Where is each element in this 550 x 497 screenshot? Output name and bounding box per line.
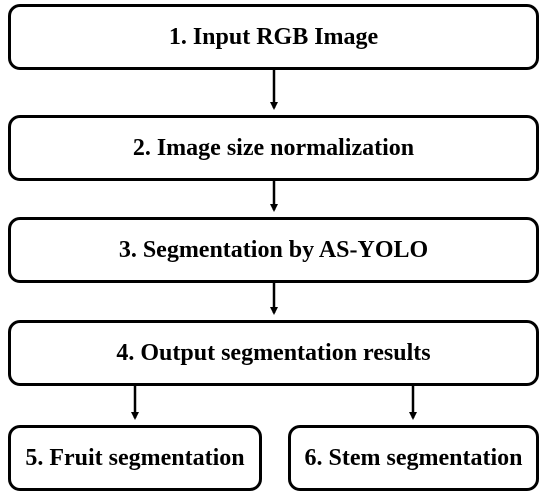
step-label: 2. Image size normalization — [132, 134, 415, 161]
step-segmentation-as-yolo: 3. Segmentation by AS-YOLO — [8, 217, 539, 283]
step-output-segmentation-results: 4. Output segmentation results — [8, 320, 539, 386]
step-label: 4. Output segmentation results — [116, 339, 431, 366]
step-image-size-normalization: 2. Image size normalization — [8, 115, 539, 181]
step-fruit-segmentation: 5. Fruit segmentation — [8, 425, 262, 491]
step-input-rgb-image: 1. Input RGB Image — [8, 4, 539, 70]
step-stem-segmentation: 6. Stem segmentation — [288, 425, 539, 491]
step-label: 6. Stem segmentation — [304, 444, 523, 471]
step-label: 3. Segmentation by AS-YOLO — [118, 236, 429, 263]
step-label: 1. Input RGB Image — [168, 23, 379, 50]
step-label: 5. Fruit segmentation — [25, 444, 245, 471]
